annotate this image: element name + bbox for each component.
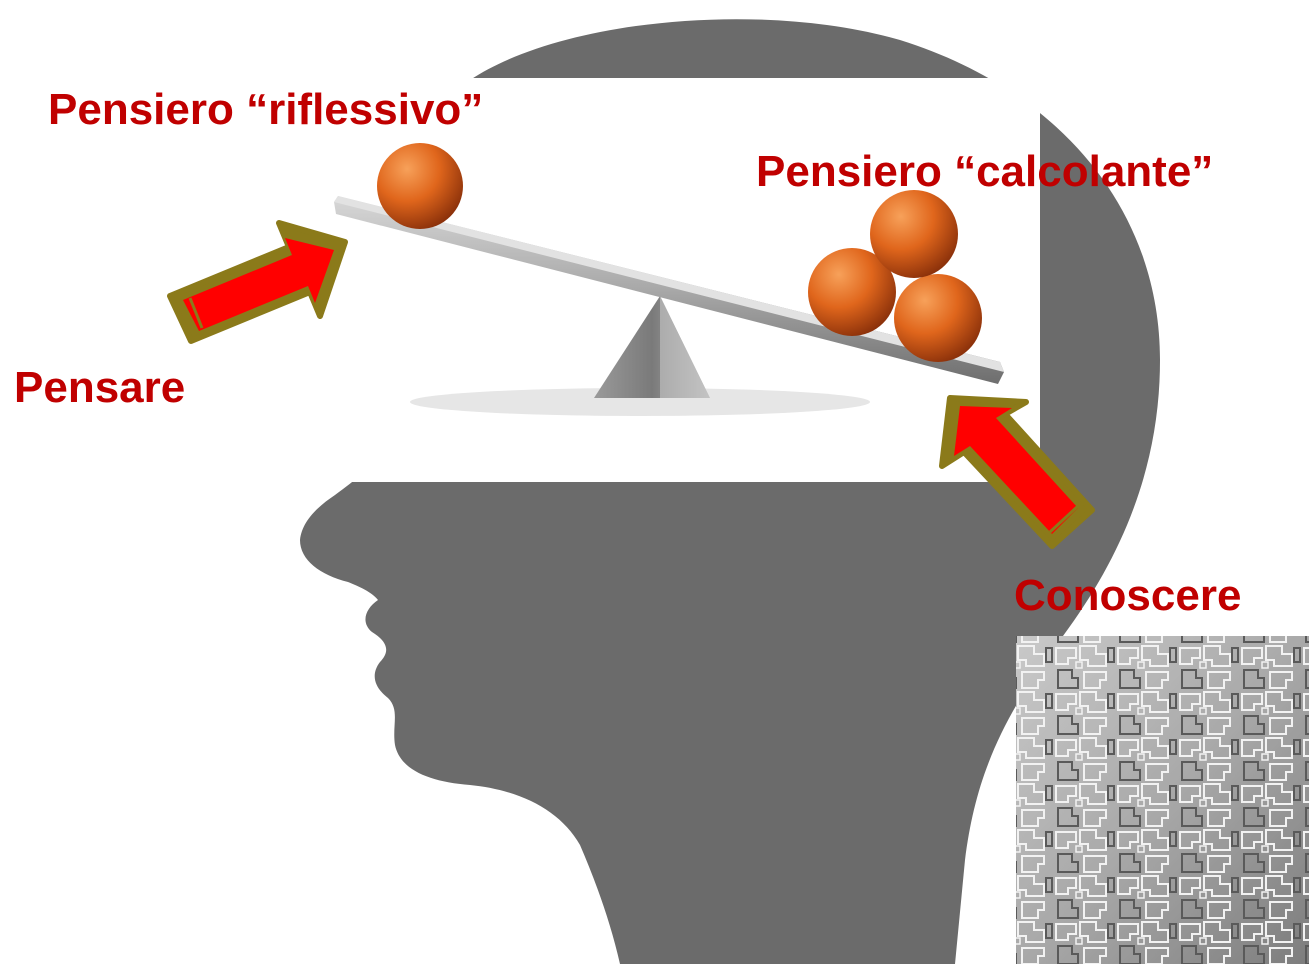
arrow-icon-pensare <box>167 220 348 344</box>
label-pensiero-calcolante: Pensiero “calcolante” <box>756 147 1214 196</box>
label-pensiero-riflessivo: Pensiero “riflessivo” <box>48 85 484 134</box>
arrow-icon-conoscere <box>939 395 1095 549</box>
stone-texture-icon <box>1016 636 1309 964</box>
ball-icons-right <box>808 190 982 362</box>
label-pensare: Pensare <box>14 363 186 412</box>
balance-scale-panel <box>300 78 1040 482</box>
label-conoscere: Conoscere <box>1014 571 1242 620</box>
ball-icon-left <box>377 143 463 229</box>
